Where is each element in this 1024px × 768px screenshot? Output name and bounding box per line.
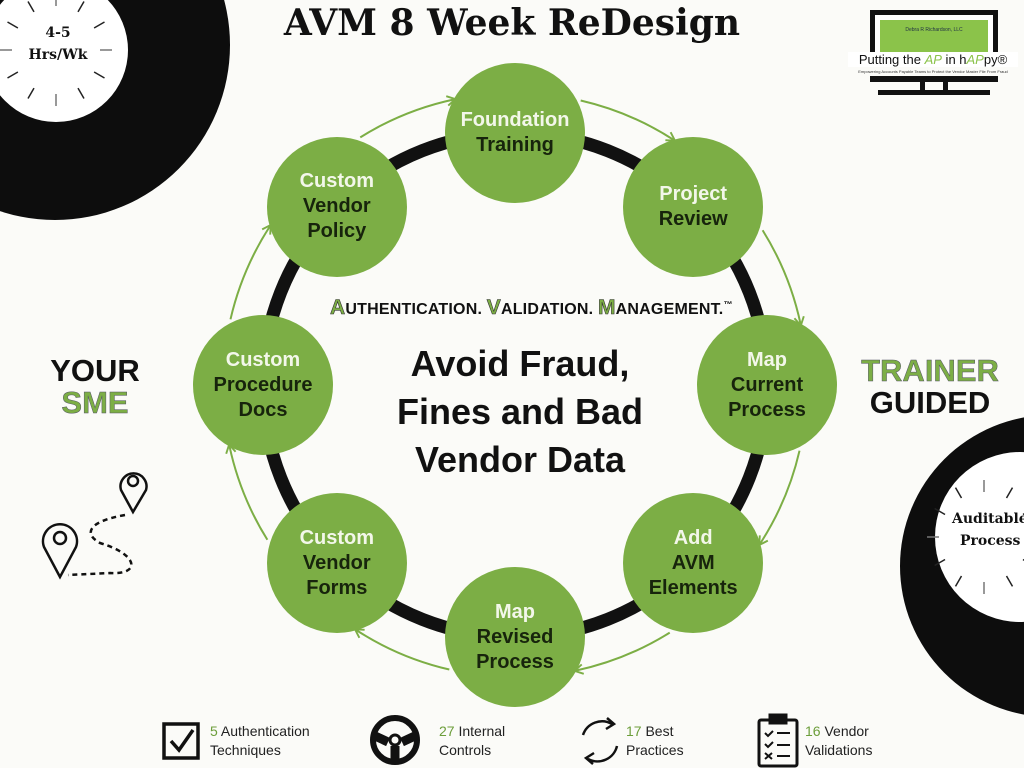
logo-subtitle: Empowering Accounts Payable Teams to Pro… <box>858 69 1008 74</box>
logo-main-text: Putting the AP in hAPpy® <box>848 52 1018 67</box>
cycle-arrows-icon <box>581 717 619 765</box>
clock-tick <box>27 87 35 99</box>
cycle-arrow <box>572 631 671 675</box>
cycle-step-label: Map <box>495 600 535 623</box>
clock-tick <box>1005 575 1014 587</box>
company-logo: Debra R Richardson, LLC Putting the AP i… <box>848 8 1018 96</box>
cycle-step-label: Vendor <box>302 195 371 218</box>
clock-tick <box>93 71 105 79</box>
cycle-step-label: Foundation <box>460 109 570 131</box>
clock-tick <box>77 1 85 13</box>
cycle-arrow <box>225 442 269 541</box>
clock-tick <box>27 1 35 13</box>
cycle-arrow <box>761 229 805 328</box>
cycle-arrow <box>758 450 801 547</box>
cycle-arrows <box>225 95 805 675</box>
cycle-step-label: Forms <box>306 576 368 599</box>
cycle-arrow <box>229 223 272 320</box>
cycle-step-label: Elements <box>648 576 738 599</box>
cycle-step-label: Current <box>730 373 804 396</box>
page-title: AVM 8 Week ReDesign <box>283 2 741 44</box>
clock-tick <box>954 575 963 587</box>
clock-tick <box>77 87 85 99</box>
cycle-arrow <box>580 99 677 142</box>
cycle-step-label: Docs <box>238 398 288 421</box>
cycle-step-label: Revised <box>476 625 554 648</box>
clock-tick <box>7 71 19 79</box>
cycle-step-label: Add <box>673 526 713 549</box>
cycle-step-label: Vendor <box>302 551 371 574</box>
cycle-step-label: Procedure <box>213 373 313 396</box>
cycle-step-label: Training <box>476 134 554 156</box>
clock-tick <box>954 487 963 499</box>
cycle-step-label: Policy <box>307 220 367 243</box>
cycle-step-label: Process <box>476 650 554 673</box>
cycle-step-label: Custom <box>225 348 301 371</box>
cycle-arrow <box>359 95 458 139</box>
cycle-step-label: Custom <box>299 526 375 549</box>
clock-tick <box>934 507 946 516</box>
cycle-arrow <box>353 628 450 671</box>
clock-tick <box>7 21 19 29</box>
map-route-pins-icon <box>41 472 148 580</box>
cycle-step-label: Project <box>659 182 728 205</box>
cycle-step-label: AVM <box>671 551 715 574</box>
cycle-step-label: Custom <box>299 170 375 193</box>
checkbox-icon <box>162 722 200 760</box>
avm-tagline: AUTHENTICATION. VALIDATION. MANAGEMENT.™ <box>330 296 733 320</box>
logo-company-name: Debra R Richardson, LLC <box>880 20 988 53</box>
clock-tick <box>934 558 946 567</box>
clock-tick <box>93 21 105 29</box>
clipboard-checklist-icon <box>757 713 799 768</box>
cycle-step-label: Process <box>728 398 806 421</box>
right-clock-ticks <box>927 480 1024 594</box>
cycle-step-label: Map <box>747 348 787 371</box>
left-clock-ticks <box>0 0 112 106</box>
right-clock-face <box>935 452 1024 622</box>
cycle-step-label: Review <box>658 207 728 230</box>
clock-tick <box>1005 487 1014 499</box>
steering-wheel-icon <box>370 715 420 765</box>
